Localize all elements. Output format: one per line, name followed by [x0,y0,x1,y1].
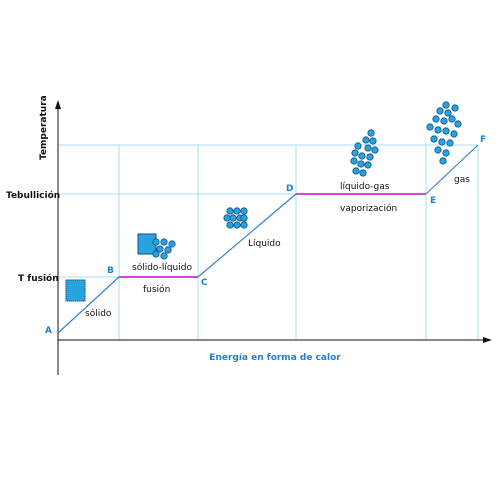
label-liquido-gas: líquido-gas [340,182,390,192]
point-label-e: E [430,196,436,206]
boiling-particles-icon [350,129,379,177]
label-vaporizacion: vaporización [340,203,397,214]
y-axis-arrow-icon [55,100,61,109]
axes [55,100,492,375]
label-solido-liquido: sólido-líquido [132,262,192,273]
label-gas: gas [454,175,470,185]
segment-c-d [197,193,297,278]
segment-e-f [425,144,479,195]
heating-curve [57,144,479,334]
point-label-c: C [201,278,208,288]
point-label-a: A [45,326,52,336]
x-axis-arrow-icon [483,337,492,343]
melting-particles-icon [137,233,176,260]
segment-a-b [57,276,120,334]
label-solido: sólido [85,308,112,319]
y-tick-boiling-temperature: Tebullición [6,190,60,201]
liquid-particles-icon [223,207,248,229]
grid-lines [58,144,479,340]
point-label-b: B [107,266,114,276]
solid-cube-icon [65,279,86,302]
y-tick-fusion-temperature: T fusión [18,273,59,284]
point-label-d: D [286,184,293,194]
gas-particles-icon [426,101,462,165]
y-axis-title: Temperatura [39,95,49,160]
x-axis-title: Energía en forma de calor [209,353,341,363]
label-fusion: fusión [143,284,170,295]
point-label-f: F [480,135,486,145]
label-liquido: Líquido [248,239,281,249]
